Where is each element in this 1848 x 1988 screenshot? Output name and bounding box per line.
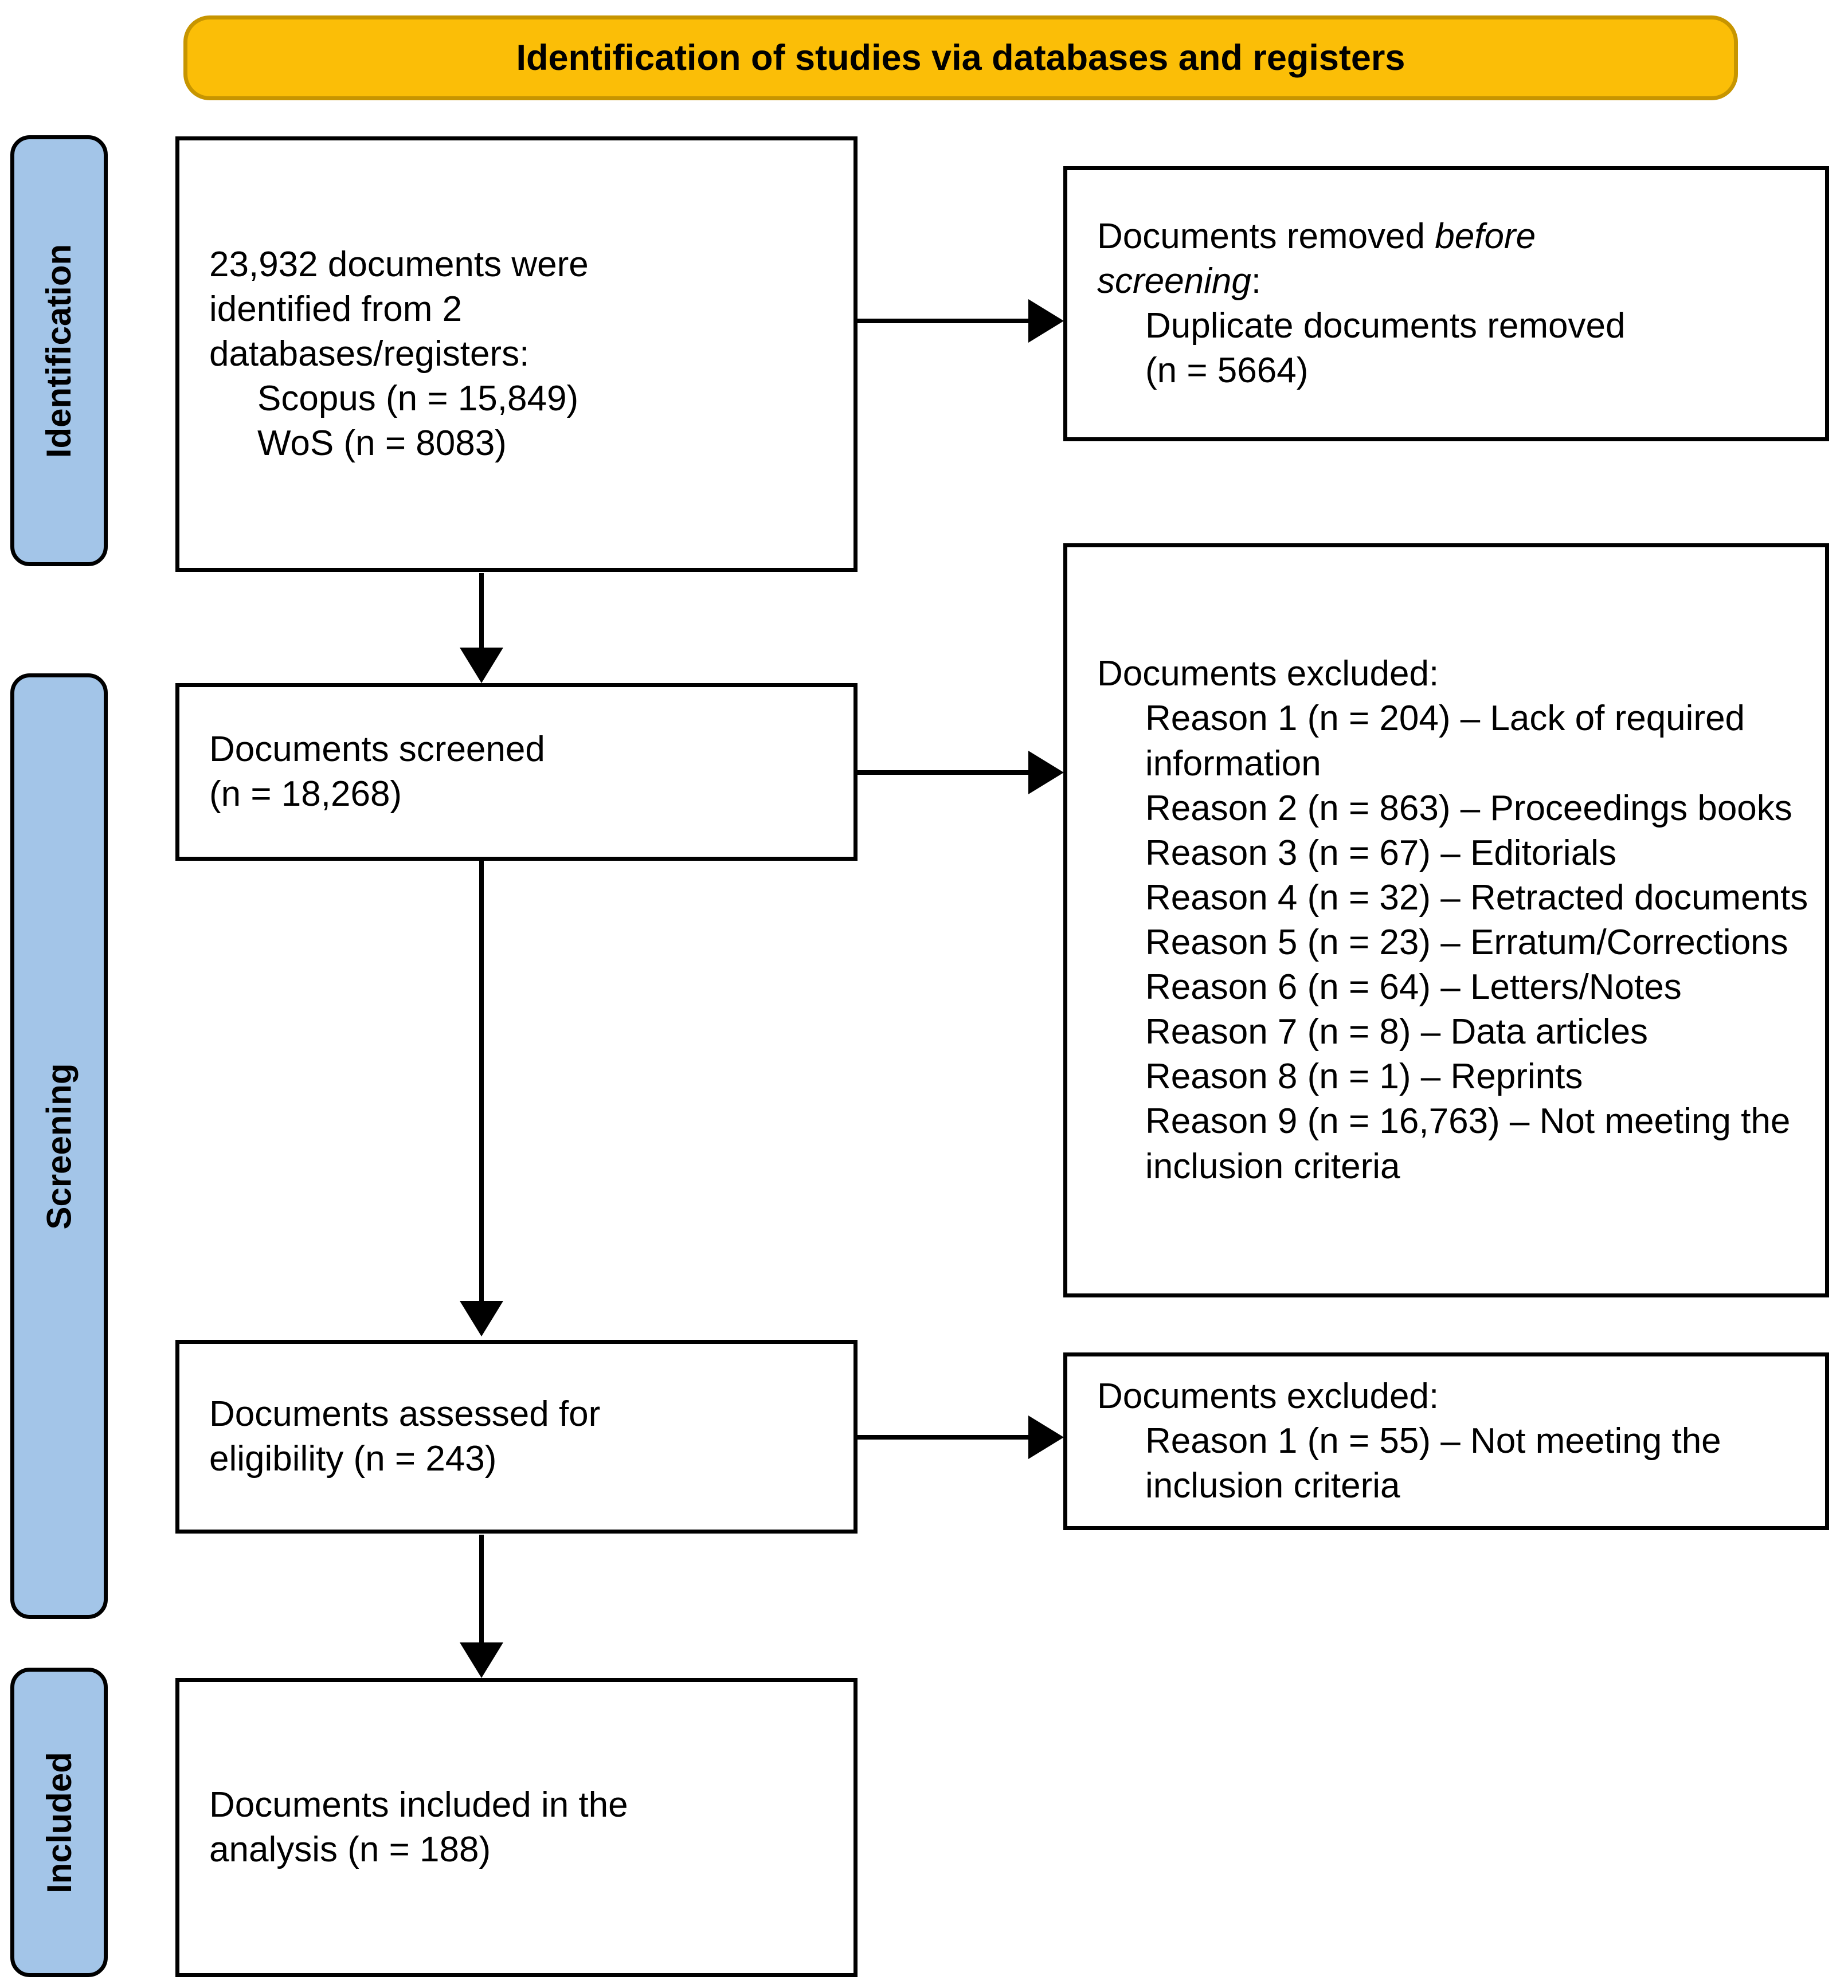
identified-line-1: 23,932 documents were [209,244,589,284]
excluded-eligibility-reason-1: Reason 1 (n = 55) – Not meeting the incl… [1145,1421,1731,1506]
excluded-screening-reason-4: Reason 4 (n = 32) – Retracted documents [1145,877,1808,917]
excluded-screening-reason-7: Reason 7 (n = 8) – Data articles [1145,1012,1649,1052]
identification-header-banner: Identification of studies via databases … [183,15,1738,100]
removed-line-1: Documents removed before [1097,214,1810,259]
excluded-screening-reason-2: Reason 2 (n = 863) – Proceedings books [1145,788,1792,828]
included-line-1: Documents included in the [209,1785,628,1825]
screened-line-1: Documents screened [209,729,545,769]
box-documents-assessed-eligibility: Documents assessed for eligibility (n = … [175,1340,858,1534]
eligibility-line-1: Documents assessed for [209,1394,601,1434]
identified-line-3: databases/registers: [209,334,530,374]
removed-line-2: screening: [1097,259,1810,304]
arrow-eligibility-to-excluded [858,1415,1064,1459]
stage-pill-screening: Screening [10,673,108,1619]
identified-source-wos: WoS (n = 8083) [257,424,507,464]
box-documents-excluded-screening: Documents excluded: Reason 1 (n = 204) –… [1063,543,1829,1297]
removed-line-3: Duplicate documents removed [1145,306,1626,346]
box-documents-included: Documents included in the analysis (n = … [175,1678,858,1977]
screened-line-2: (n = 18,268) [209,774,402,814]
arrow-identified-to-removed [858,299,1064,343]
excluded-screening-reason-3: Reason 3 (n = 67) – Editorials [1145,833,1616,873]
arrow-eligibility-to-included [460,1535,503,1678]
removed-line-2-suffix: : [1251,261,1262,301]
stage-label-identification: Identification [40,244,79,458]
stage-pill-included: Included [10,1668,108,1977]
included-line-2: analysis (n = 188) [209,1830,491,1869]
excluded-screening-title: Documents excluded: [1097,654,1439,694]
identified-line-2: identified from 2 [209,289,463,329]
removed-line-1-italic: before [1435,216,1536,256]
box-documents-excluded-eligibility: Documents excluded: Reason 1 (n = 55) – … [1063,1352,1829,1530]
excluded-screening-reason-1: Reason 1 (n = 204) – Lack of required in… [1145,699,1755,783]
stage-pill-identification: Identification [10,135,108,566]
excluded-screening-reason-5: Reason 5 (n = 23) – Erratum/Corrections [1145,923,1788,962]
identified-source-scopus: Scopus (n = 15,849) [257,379,579,419]
arrow-identified-to-screened [460,573,503,683]
arrow-screened-to-eligibility [460,861,503,1336]
stage-label-included: Included [40,1751,79,1893]
excluded-screening-reason-8: Reason 8 (n = 1) – Reprints [1145,1057,1583,1097]
removed-line-1-prefix: Documents removed [1097,216,1435,256]
arrow-screened-to-excluded [858,751,1064,794]
removed-line-2-italic: screening [1097,261,1251,301]
removed-line-4: (n = 5664) [1145,351,1309,391]
header-title: Identification of studies via databases … [516,38,1405,78]
excluded-eligibility-title: Documents excluded: [1097,1376,1439,1416]
eligibility-line-2: eligibility (n = 243) [209,1439,497,1479]
box-documents-identified: 23,932 documents were identified from 2 … [175,136,858,572]
excluded-screening-reason-6: Reason 6 (n = 64) – Letters/Notes [1145,967,1682,1007]
box-removed-before-screening: Documents removed before screening: Dupl… [1063,166,1829,441]
box-documents-screened: Documents screened (n = 18,268) [175,683,858,861]
excluded-screening-reason-9: Reason 9 (n = 16,763) – Not meeting the … [1145,1101,1800,1186]
stage-label-screening: Screening [40,1062,79,1230]
